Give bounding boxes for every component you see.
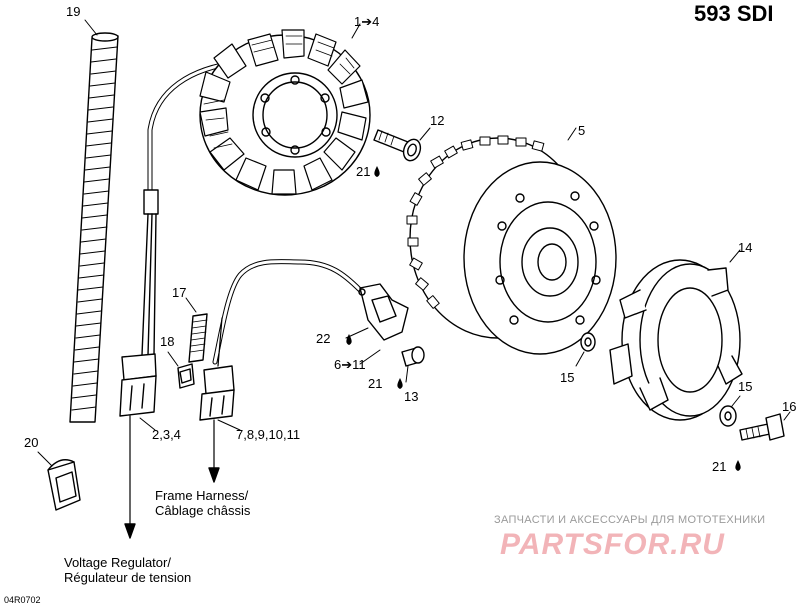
- callout-5: 5: [578, 123, 586, 138]
- callout-13: 13: [404, 389, 419, 404]
- spring-sleeve-part-17: [185, 297, 208, 363]
- callout-19: 19: [66, 4, 81, 19]
- trigger-coil-harness: [199, 259, 425, 421]
- callout-6-11: 6➔11: [334, 357, 366, 372]
- callout-20: 20: [24, 435, 39, 450]
- oil-drop-icon: [374, 166, 380, 177]
- callout-2-3-4: 2,3,4: [152, 427, 181, 442]
- cover-part-14: [609, 249, 743, 421]
- voltage-regulator-fr: Régulateur de tension: [64, 570, 192, 585]
- callout-21-middle: 21: [368, 376, 383, 391]
- model-title: 593 SDI: [694, 1, 774, 26]
- washer-part-15-lower: [719, 395, 741, 427]
- callout-16: 16: [782, 399, 797, 414]
- stator-part-1-4: [199, 23, 371, 196]
- voltage-regulator-en: Voltage Regulator/: [64, 555, 171, 570]
- callout-17: 17: [172, 285, 187, 300]
- frame-harness-note: Frame Harness/ Câblage châssis: [155, 488, 250, 518]
- flywheel-part-5: [406, 127, 617, 355]
- frame-harness-en: Frame Harness/: [155, 488, 249, 503]
- arrow-down-icon: [124, 415, 136, 539]
- callout-21-lower: 21: [712, 459, 727, 474]
- callout-1-4: 1➔4: [354, 14, 380, 29]
- oil-drop-icon: [346, 334, 352, 345]
- callout-18: 18: [160, 334, 175, 349]
- voltage-regulator-note: Voltage Regulator/ Régulateur de tension: [64, 555, 191, 585]
- frame-harness-fr: Câblage châssis: [155, 503, 251, 518]
- drawing-code: 04R0702: [4, 595, 41, 605]
- screw-part-12: [373, 127, 431, 162]
- callout-15-left: 15: [560, 370, 575, 385]
- arrow-down-icon: [208, 419, 220, 483]
- oil-drop-icon: [735, 460, 741, 471]
- small-clamp-part-18: [167, 351, 195, 389]
- callout-14: 14: [738, 240, 753, 255]
- callout-7-11: 7,8,9,10,11: [236, 427, 301, 442]
- clamp-part-20: [37, 451, 81, 511]
- washer-part-15-upper: [575, 332, 596, 367]
- callout-15-right: 15: [738, 379, 753, 394]
- watermark-logo: PARTSFOR.RU: [500, 528, 725, 561]
- conduit-tube-part-19: [69, 19, 119, 423]
- callout-22: 22: [316, 331, 331, 346]
- callout-21-upper: 21: [356, 164, 371, 179]
- bolt-part-16: [739, 411, 791, 441]
- watermark-tagline: ЗАПЧАСТИ И АКСЕССУАРЫ ДЛЯ МОТОТЕХНИКИ: [494, 514, 766, 526]
- oil-drop-icon: [397, 378, 403, 389]
- callout-12: 12: [430, 113, 445, 128]
